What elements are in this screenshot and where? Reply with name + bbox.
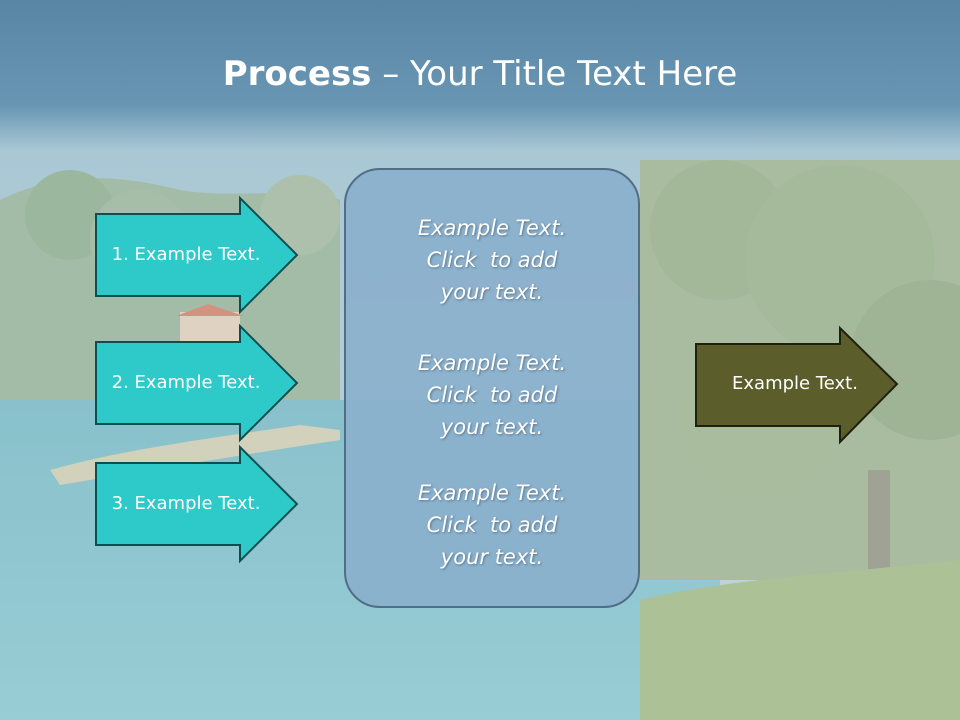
result-label: Example Text. bbox=[732, 373, 858, 394]
step-label-3: 3. Example Text. bbox=[111, 493, 261, 514]
paragraph-line: Click to add bbox=[426, 513, 558, 537]
title-band bbox=[0, 0, 960, 150]
paragraph-line: Click to add bbox=[426, 383, 558, 407]
paragraph-line: Click to add bbox=[426, 248, 558, 272]
paragraph-line: your text. bbox=[440, 280, 544, 304]
result-arrow[interactable] bbox=[695, 325, 899, 445]
step-arrow-3[interactable] bbox=[95, 444, 299, 564]
title-bold: Process bbox=[222, 54, 372, 94]
step-label-2: 2. Example Text. bbox=[111, 372, 261, 393]
center-paragraph-1[interactable]: Example Text. Click to add your text. bbox=[344, 212, 640, 308]
step-label-1: 1. Example Text. bbox=[111, 244, 261, 265]
paragraph-line: your text. bbox=[440, 545, 544, 569]
slide-title: Process – Your Title Text Here bbox=[0, 52, 960, 96]
paragraph-line: Example Text. bbox=[417, 351, 567, 375]
step-arrow-2[interactable] bbox=[95, 323, 299, 443]
center-paragraph-2[interactable]: Example Text. Click to add your text. bbox=[344, 347, 640, 443]
paragraph-line: your text. bbox=[440, 415, 544, 439]
center-text-box[interactable] bbox=[344, 168, 640, 608]
paragraph-line: Example Text. bbox=[417, 481, 567, 505]
center-paragraph-3[interactable]: Example Text. Click to add your text. bbox=[344, 477, 640, 573]
step-arrow-1[interactable] bbox=[95, 195, 299, 315]
title-rest: – Your Title Text Here bbox=[371, 54, 738, 94]
paragraph-line: Example Text. bbox=[417, 216, 567, 240]
